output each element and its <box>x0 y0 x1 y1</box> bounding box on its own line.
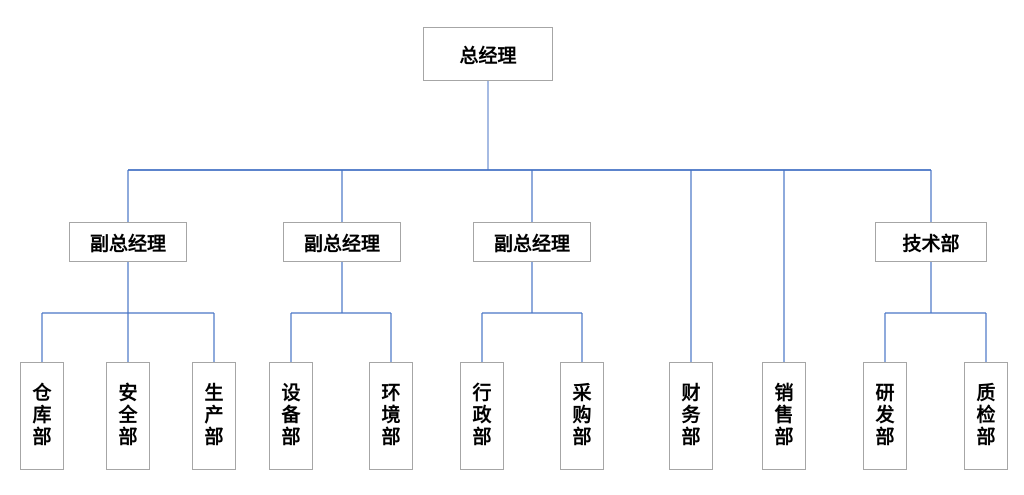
node-procurement-dept: 采购部 <box>560 362 604 470</box>
node-equipment-dept: 设备部 <box>269 362 313 470</box>
node-production-dept: 生产部 <box>192 362 236 470</box>
node-technical-dept-label: 技术部 <box>902 233 960 255</box>
node-environment-dept: 环境部 <box>369 362 413 470</box>
node-general-manager-label: 总经理 <box>459 45 517 67</box>
node-administration-dept: 行政部 <box>460 362 504 470</box>
node-environment-dept-label: 环境部 <box>381 383 401 448</box>
node-general-manager: 总经理 <box>423 27 553 81</box>
node-rnd-dept-label: 研发部 <box>875 383 895 448</box>
node-finance-dept: 财务部 <box>669 362 713 470</box>
node-warehouse-dept: 仓库部 <box>20 362 64 470</box>
node-technical-dept: 技术部 <box>875 222 987 262</box>
node-rnd-dept: 研发部 <box>863 362 907 470</box>
node-production-dept-label: 生产部 <box>204 383 224 448</box>
node-finance-dept-label: 财务部 <box>681 383 701 448</box>
node-equipment-dept-label: 设备部 <box>281 383 301 448</box>
node-deputy-gm-3-label: 副总经理 <box>493 233 570 255</box>
node-deputy-gm-1: 副总经理 <box>69 222 187 262</box>
node-administration-dept-label: 行政部 <box>472 383 492 448</box>
node-warehouse-dept-label: 仓库部 <box>32 383 52 448</box>
node-sales-dept: 销售部 <box>762 362 806 470</box>
node-deputy-gm-2: 副总经理 <box>283 222 401 262</box>
node-deputy-gm-1-label: 副总经理 <box>89 233 166 255</box>
node-deputy-gm-3: 副总经理 <box>473 222 591 262</box>
node-sales-dept-label: 销售部 <box>774 383 794 448</box>
node-safety-dept: 安全部 <box>106 362 150 470</box>
node-safety-dept-label: 安全部 <box>118 383 138 448</box>
node-deputy-gm-2-label: 副总经理 <box>303 233 380 255</box>
node-quality-inspection-dept-label: 质检部 <box>976 383 996 448</box>
node-quality-inspection-dept: 质检部 <box>964 362 1008 470</box>
node-procurement-dept-label: 采购部 <box>572 383 592 448</box>
